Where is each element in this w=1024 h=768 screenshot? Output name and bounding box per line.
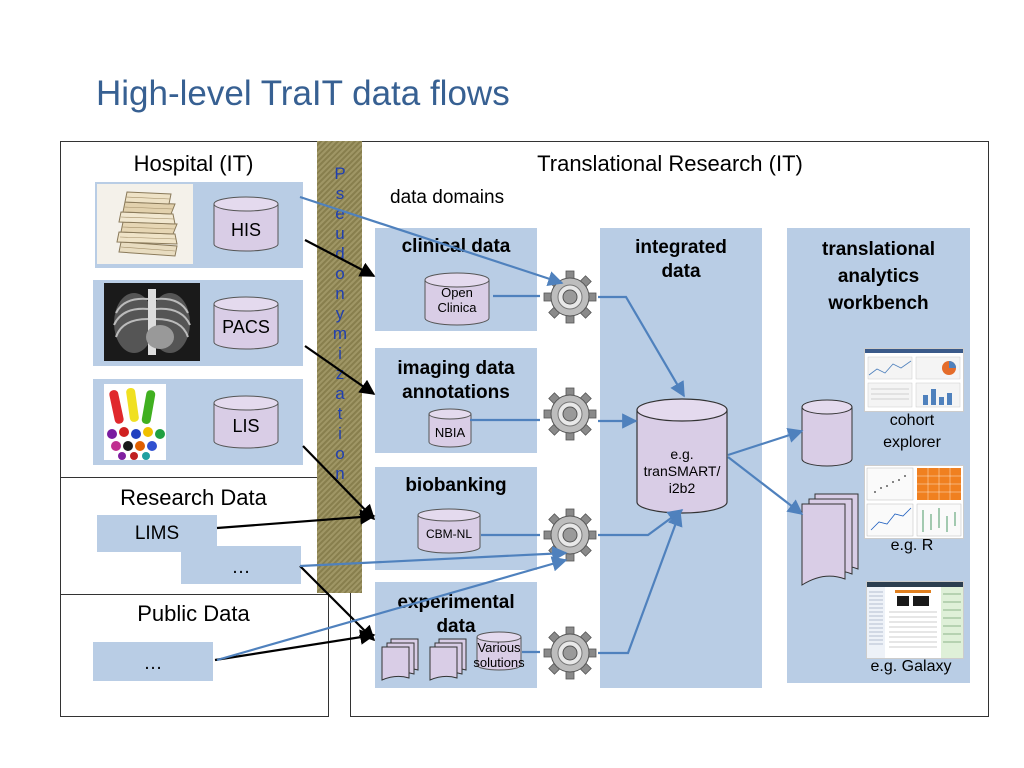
paper-records-image — [97, 184, 193, 264]
clinical-data-label-line: clinical data — [401, 236, 511, 257]
integrated-data-label-line: data — [661, 261, 701, 282]
pseudo-letter: d — [335, 244, 345, 263]
pseudo-letter: y — [335, 304, 345, 323]
biobanking-label-line: biobanking — [405, 475, 507, 496]
workbench-label: translational analytics workbench — [787, 236, 970, 317]
cohort-explorer-label: cohort explorer — [862, 410, 962, 454]
pseudo-letter: i — [338, 344, 342, 363]
transmart-line: e.g. — [670, 446, 694, 462]
r-label: e.g. R — [890, 537, 934, 554]
chest-xray-image — [104, 283, 200, 361]
cbm-nl-label: CBM-NL — [425, 527, 472, 541]
cohort-explorer-line: cohort — [889, 412, 935, 429]
gear-icon — [543, 387, 597, 441]
data-domains-heading: data domains — [390, 187, 505, 208]
database-cylinder-icon — [428, 408, 472, 448]
open-clinica-line: Clinica — [437, 300, 477, 315]
database-cylinder-icon — [213, 395, 279, 449]
gear-icon — [543, 270, 597, 324]
workbench-label-line: workbench — [828, 293, 929, 314]
lab-test-tubes-image — [104, 384, 166, 460]
pseudo-letter: s — [335, 184, 345, 203]
pacs-label: PACS — [222, 317, 270, 337]
lims-label: LIMS — [134, 523, 180, 544]
lims-box — [97, 515, 217, 552]
pseudo-letter: t — [337, 404, 343, 423]
cohort-explorer-line: explorer — [883, 434, 941, 451]
pseudo-letter: o — [335, 264, 345, 283]
galaxy-screenshot — [866, 581, 964, 659]
various-solutions-line: Various — [477, 640, 521, 655]
integrated-data-label: integrated data — [600, 236, 762, 284]
galaxy-label: e.g. Galaxy — [870, 658, 952, 675]
various-solutions-label: Various solutions — [463, 640, 535, 670]
page-title: High-level TraIT data flows — [96, 74, 510, 113]
clinical-data-label: clinical data — [375, 235, 537, 259]
transmart-line: i2b2 — [668, 480, 696, 496]
pseudo-letter: P — [334, 164, 346, 183]
workbench-label-line: analytics — [837, 266, 920, 287]
open-clinica-label: Open Clinica — [424, 285, 490, 315]
document-stack-icon — [381, 638, 419, 681]
imaging-data-label: imaging data annotations — [375, 357, 537, 405]
various-solutions-line: solutions — [473, 655, 525, 670]
research-data-heading: Research Data — [120, 485, 267, 510]
document-stack-icon — [801, 493, 859, 586]
translational-heading: Translational Research (IT) — [537, 151, 803, 176]
pseudo-letter: a — [335, 384, 345, 403]
document-stack-icon — [429, 638, 467, 681]
public-other-box — [93, 642, 213, 681]
pseudo-letter: o — [335, 444, 345, 463]
pseudonymization-label: P s e u d o n y m i z a t i o n — [328, 164, 352, 484]
gear-icon — [543, 508, 597, 562]
public-data-heading: Public Data — [137, 601, 250, 626]
hospital-heading: Hospital (IT) — [133, 151, 254, 176]
workbench-label-line: translational — [822, 239, 935, 260]
imaging-data-label-line: imaging data — [397, 358, 515, 379]
nbia-label: NBIA — [434, 425, 466, 440]
pseudo-letter: n — [335, 464, 345, 483]
database-cylinder-icon — [213, 196, 279, 252]
transmart-line: tranSMART/ — [643, 463, 721, 479]
cohort-explorer-screenshot — [864, 348, 964, 412]
pseudo-letter: z — [335, 364, 345, 383]
database-cylinder-icon — [801, 399, 853, 467]
gear-icon — [543, 626, 597, 680]
his-label: HIS — [230, 220, 261, 240]
pseudo-letter: i — [338, 424, 342, 443]
experimental-data-label-line: experimental — [397, 592, 515, 613]
biobanking-label: biobanking — [375, 474, 537, 498]
open-clinica-line: Open — [441, 285, 473, 300]
database-cylinder-icon — [213, 296, 279, 350]
pseudo-letter: e — [335, 204, 345, 223]
pseudo-letter: m — [332, 324, 348, 343]
database-cylinder-icon — [636, 398, 728, 514]
public-other-label: … — [143, 653, 163, 674]
pseudo-letter: n — [335, 284, 345, 303]
imaging-data-label-line: annotations — [402, 382, 510, 403]
integrated-data-label-line: integrated — [635, 237, 727, 258]
lis-label: LIS — [232, 416, 260, 436]
r-plots-screenshot — [864, 465, 964, 539]
pseudo-letter: u — [335, 224, 345, 243]
transmart-label: e.g. tranSMART/ i2b2 — [630, 446, 734, 497]
research-other-label: … — [231, 557, 251, 578]
